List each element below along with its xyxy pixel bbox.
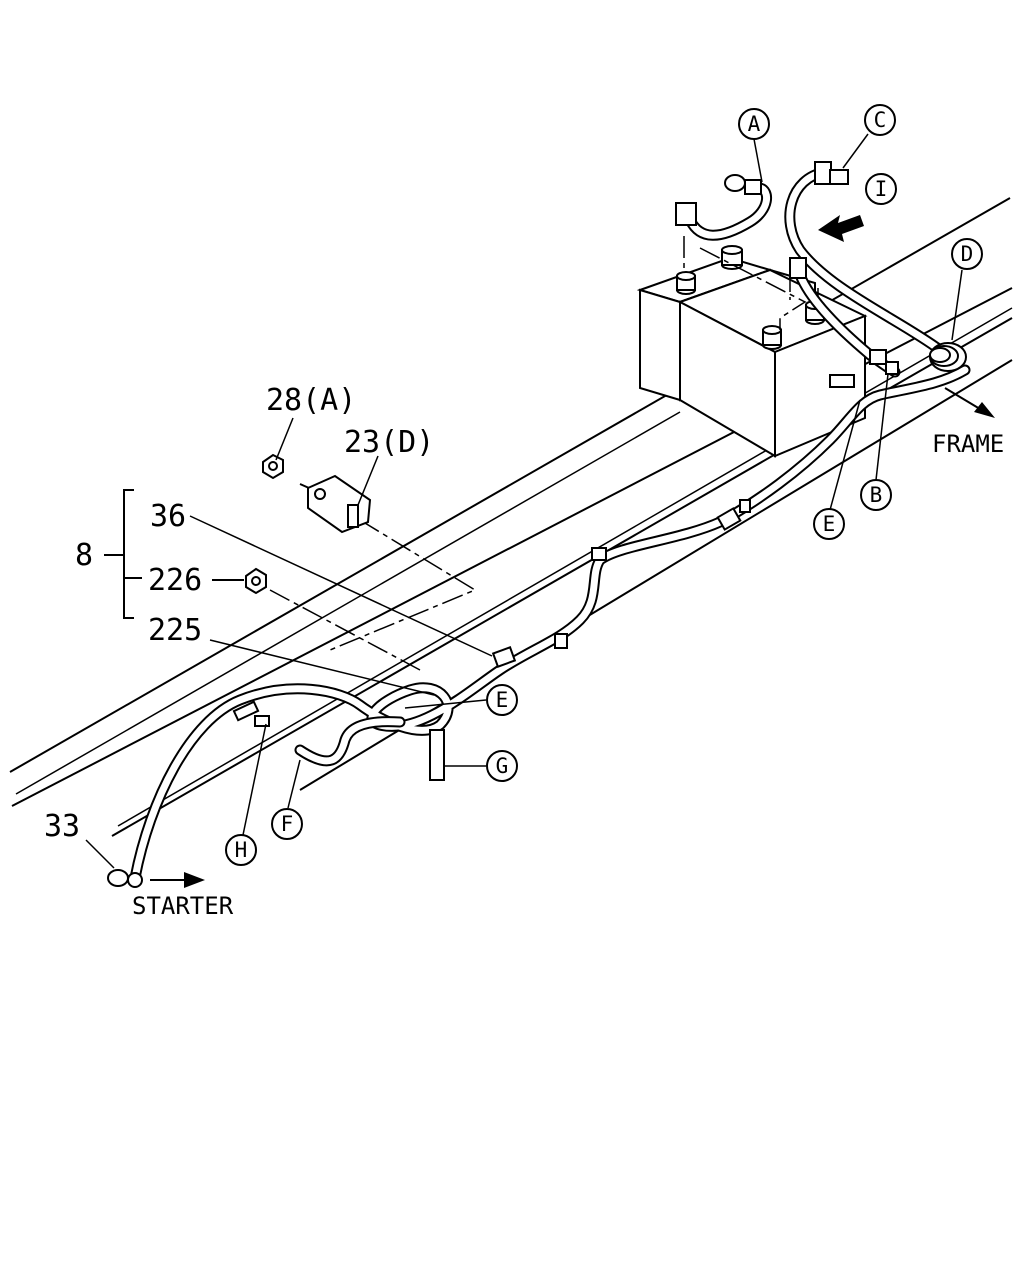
part-label-36: 36 bbox=[150, 499, 186, 534]
part-label-8: 8 bbox=[75, 538, 93, 573]
part-label-226: 226 bbox=[148, 563, 202, 598]
svg-text:I: I bbox=[875, 177, 888, 201]
svg-text:H: H bbox=[235, 838, 248, 862]
part-label-23: 23(D) bbox=[344, 425, 434, 460]
clamp bbox=[232, 349, 899, 781]
nut-226 bbox=[245, 567, 267, 595]
svg-text:G: G bbox=[496, 754, 509, 778]
nut-28 bbox=[262, 453, 284, 480]
callout-D: D bbox=[951, 238, 983, 270]
callout-E-lower: E bbox=[486, 684, 518, 716]
arrow-icon bbox=[150, 215, 995, 888]
part-label-28: 28(A) bbox=[266, 383, 356, 418]
terminal-connector bbox=[675, 161, 849, 279]
part-label-225: 225 bbox=[148, 613, 202, 648]
part-label-33: 33 bbox=[44, 809, 80, 844]
battery-cable bbox=[129, 166, 971, 884]
callout-H: H bbox=[225, 834, 257, 866]
bracket-23 bbox=[299, 474, 372, 534]
callout-B: B bbox=[860, 479, 892, 511]
callout-C: C bbox=[864, 104, 896, 136]
callout-I: I bbox=[865, 173, 897, 205]
battery-terminal bbox=[676, 245, 825, 350]
frame-label: FRAME bbox=[932, 430, 1004, 458]
bracket-8 bbox=[104, 489, 244, 619]
callout-leaders bbox=[85, 133, 963, 869]
starter-terminal bbox=[107, 869, 143, 888]
callout-E-upper: E bbox=[813, 508, 845, 540]
svg-text:E: E bbox=[496, 688, 509, 712]
svg-text:F: F bbox=[281, 812, 294, 836]
callout-A: A bbox=[738, 108, 770, 140]
svg-text:C: C bbox=[874, 108, 887, 132]
grommet bbox=[929, 342, 967, 372]
callout-G: G bbox=[486, 750, 518, 782]
svg-text:B: B bbox=[870, 483, 883, 507]
svg-text:D: D bbox=[961, 242, 974, 266]
svg-text:E: E bbox=[823, 512, 836, 536]
starter-label: STARTER bbox=[132, 892, 234, 920]
svg-text:A: A bbox=[748, 112, 761, 136]
battery bbox=[636, 256, 868, 458]
callout-F: F bbox=[271, 808, 303, 840]
